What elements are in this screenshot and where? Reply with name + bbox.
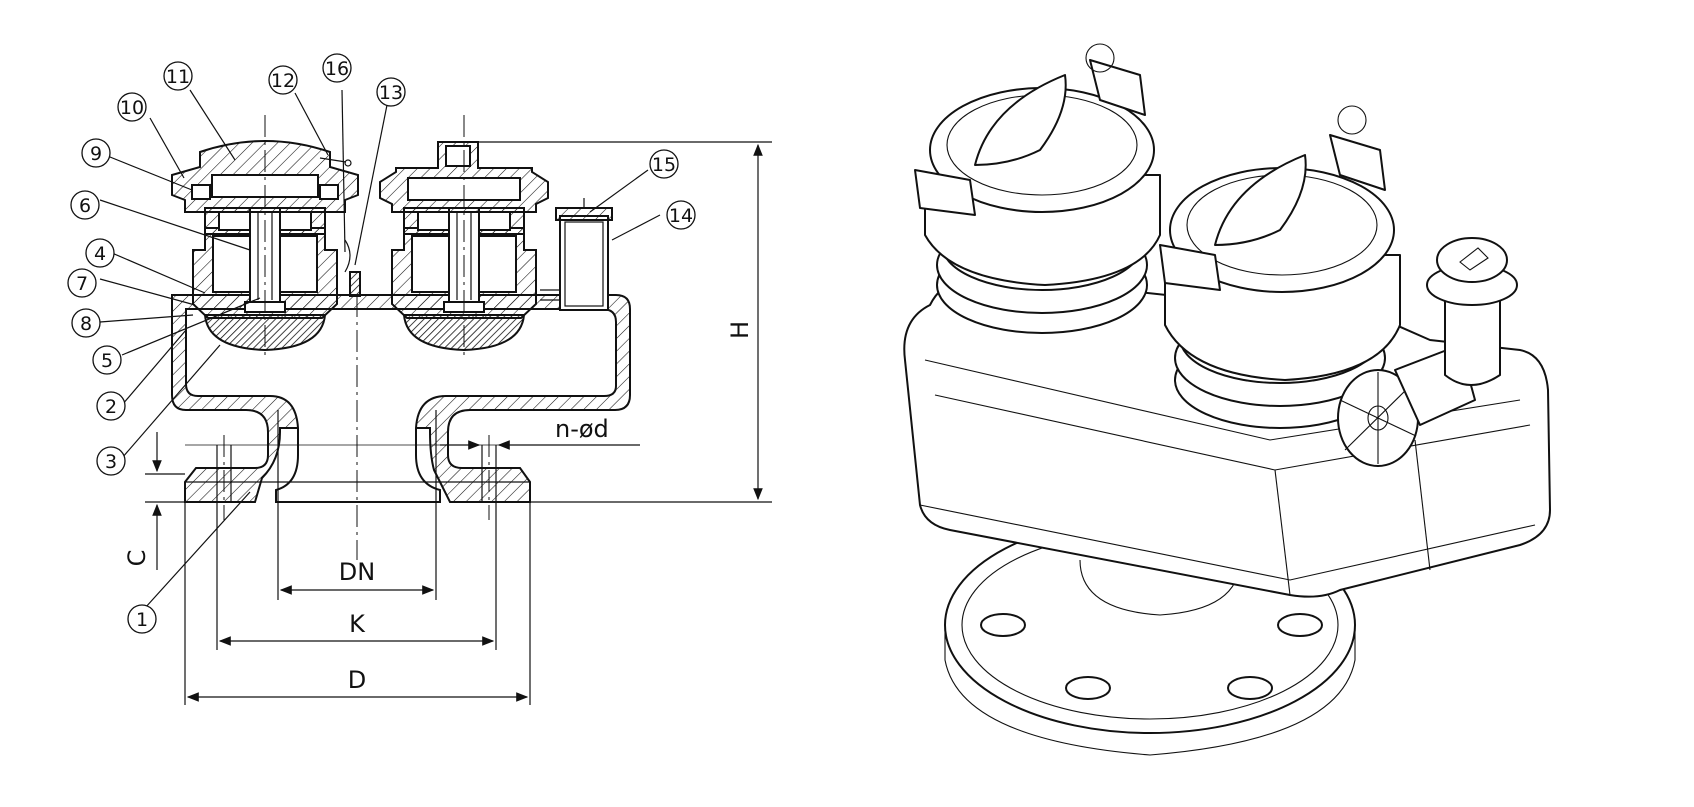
leader-lines xyxy=(99,89,661,609)
callout-1: 1 xyxy=(127,604,157,634)
svg-text:16: 16 xyxy=(325,58,349,80)
isometric-view xyxy=(903,43,1551,756)
callout-5: 5 xyxy=(92,345,122,375)
callout-9: 9 xyxy=(81,138,111,168)
callout-3: 3 xyxy=(96,446,126,476)
dimensions: H C DN K D n-ød xyxy=(123,141,772,705)
callout-12: 12 xyxy=(268,65,298,95)
drain-valve xyxy=(540,198,613,311)
callout-11: 11 xyxy=(163,61,193,91)
svg-text:8: 8 xyxy=(80,313,92,335)
svg-text:2: 2 xyxy=(105,396,117,418)
svg-text:13: 13 xyxy=(379,82,403,104)
callout-15: 15 xyxy=(649,149,679,179)
svg-text:1: 1 xyxy=(136,609,148,631)
callout-10: 10 xyxy=(117,92,147,122)
callout-16: 16 xyxy=(322,53,352,83)
callouts: 1 2 3 4 5 6 7 8 9 10 11 12 13 14 15 16 xyxy=(67,53,696,634)
dim-H: H xyxy=(726,321,754,339)
svg-text:9: 9 xyxy=(90,143,102,165)
iso-drain-cap xyxy=(1426,237,1518,386)
svg-text:7: 7 xyxy=(76,273,88,295)
callout-6: 6 xyxy=(70,190,100,220)
callout-2: 2 xyxy=(96,391,126,421)
callout-4: 4 xyxy=(85,238,115,268)
iso-outlet-right xyxy=(1159,105,1401,429)
svg-text:6: 6 xyxy=(79,195,91,217)
svg-text:12: 12 xyxy=(271,70,295,92)
dim-DN: DN xyxy=(339,558,375,586)
callout-7: 7 xyxy=(67,268,97,298)
vent-16 xyxy=(344,239,361,297)
svg-text:3: 3 xyxy=(105,451,117,473)
svg-text:11: 11 xyxy=(166,66,190,88)
dim-K: K xyxy=(349,610,366,638)
callout-14: 14 xyxy=(666,200,696,230)
dim-n-od: n-ød xyxy=(555,415,609,443)
svg-text:10: 10 xyxy=(120,97,144,119)
iso-handwheel xyxy=(1337,344,1476,467)
svg-text:14: 14 xyxy=(669,205,693,227)
svg-text:4: 4 xyxy=(94,243,106,265)
iso-body xyxy=(903,279,1551,598)
dim-C: C xyxy=(123,550,151,567)
outlet-left xyxy=(171,140,359,352)
dim-D: D xyxy=(348,666,366,694)
svg-text:5: 5 xyxy=(101,350,113,372)
callout-13: 13 xyxy=(376,77,406,107)
iso-outlet-left xyxy=(914,43,1161,334)
section-view: 1 2 3 4 5 6 7 8 9 10 11 12 13 14 15 16 H xyxy=(67,53,772,705)
callout-8: 8 xyxy=(71,308,101,338)
svg-text:15: 15 xyxy=(652,154,676,176)
